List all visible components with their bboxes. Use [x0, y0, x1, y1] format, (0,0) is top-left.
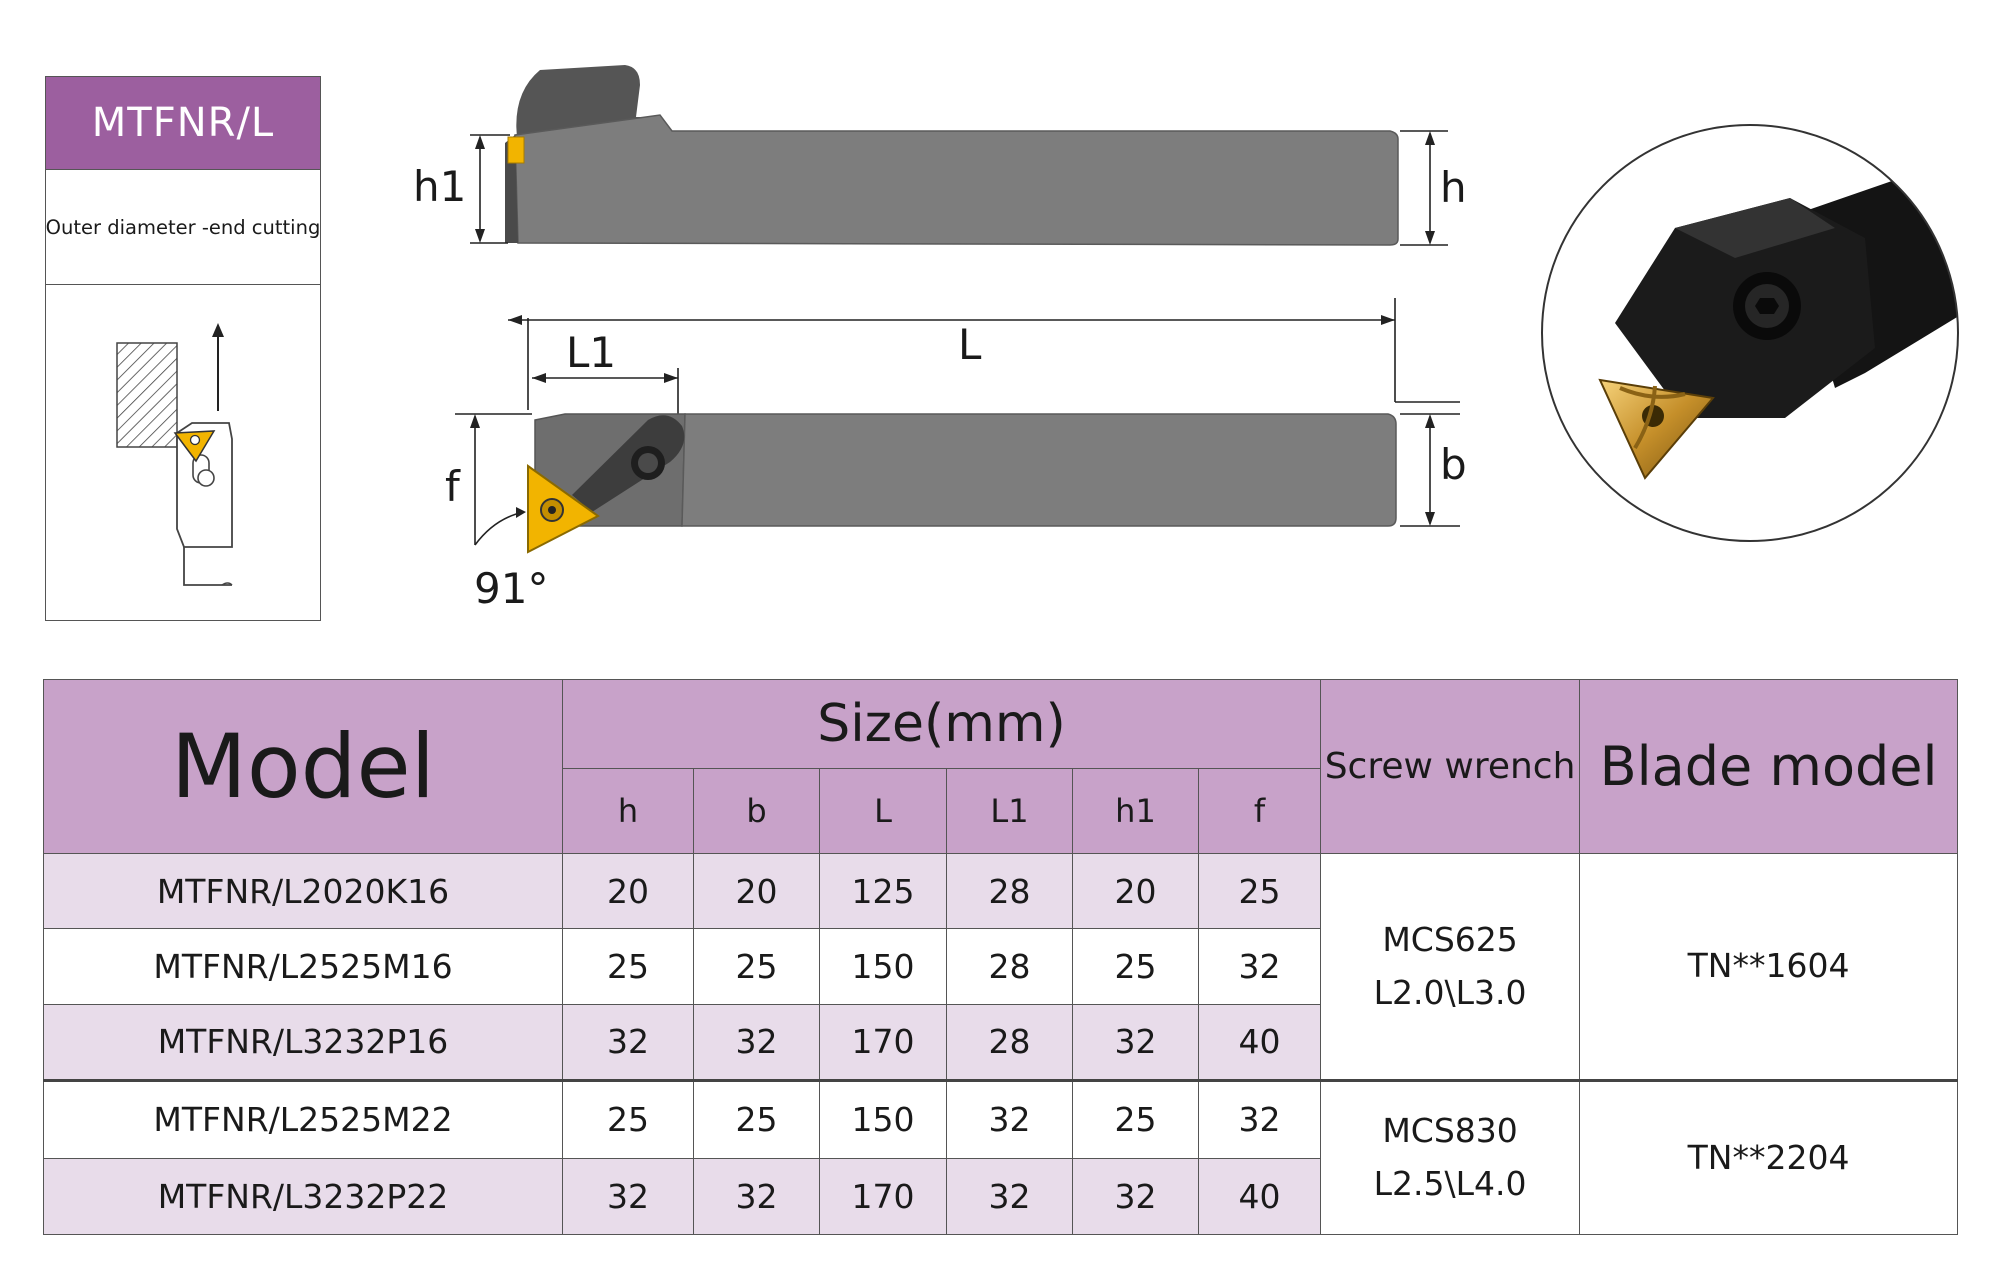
- cell-L1: 28: [946, 928, 1073, 1005]
- header-col-b: b: [693, 768, 820, 854]
- cell-model: MTFNR/L2525M22: [43, 1079, 563, 1159]
- cell-f: 40: [1197, 1003, 1322, 1082]
- cutting-direction-diagram: [116, 323, 233, 586]
- cell-L: 150: [819, 1079, 947, 1159]
- cell-model: MTFNR/L2020K16: [43, 852, 563, 930]
- cell-b: 25: [693, 1079, 820, 1159]
- workpiece-hatch: [116, 342, 178, 448]
- wrench-size: L2.5\L4.0: [1373, 1164, 1527, 1204]
- wrench-model: MCS830: [1382, 1111, 1518, 1151]
- header-model: Model: [43, 679, 563, 854]
- table-row: MTFNR/L2020K16 20 20 125 28 20 25 MCS625…: [43, 852, 1959, 1082]
- cell-model: MTFNR/L2525M16: [43, 928, 563, 1005]
- clamp-lever: [572, 415, 685, 512]
- label-f: f: [445, 462, 460, 511]
- cell-L1: 28: [946, 1003, 1073, 1082]
- cell-L: 125: [819, 852, 947, 930]
- header-col-h: h: [562, 768, 694, 854]
- cell-screw-wrench: MCS830 L2.5\L4.0: [1320, 1079, 1581, 1235]
- cell-f: 40: [1197, 1157, 1322, 1236]
- cell-h: 20: [562, 852, 694, 930]
- cell-model: MTFNR/L3232P16: [43, 1003, 563, 1082]
- cell-f: 25: [1197, 852, 1322, 930]
- insert-icon: [173, 430, 216, 463]
- card-subtitle: Outer diameter -end cutting: [46, 170, 320, 285]
- cell-h: 32: [562, 1157, 694, 1236]
- insert-edge: [507, 136, 525, 164]
- cell-L1: 32: [946, 1157, 1073, 1236]
- feed-arrow-icon: [212, 323, 224, 411]
- cell-h1: 25: [1072, 1079, 1199, 1159]
- label-angle: 91°: [474, 564, 549, 613]
- cell-L: 170: [819, 1003, 947, 1082]
- holder-shank: [681, 413, 1397, 527]
- table-row: MTFNR/L2525M16 25 25 150 28 25 32: [43, 928, 1958, 1005]
- cell-model: MTFNR/L3232P22: [43, 1157, 563, 1236]
- wrench-model: MCS625: [1382, 919, 1518, 959]
- header-col-L: L: [819, 768, 947, 854]
- cell-b: 32: [693, 1157, 820, 1236]
- tool-type-card: MTFNR/L Outer diameter -end cutting: [45, 76, 321, 621]
- spec-table: Model Size(mm) Screw wrench Blade model …: [43, 679, 1959, 1236]
- header-blade-model: Blade model: [1579, 679, 1959, 854]
- table-row: MTFNR/L3232P22 32 32 170 32 32 40: [43, 1157, 1958, 1236]
- label-h: h: [1440, 163, 1467, 212]
- label-L: L: [958, 320, 982, 369]
- cell-L1: 32: [946, 1079, 1073, 1159]
- cell-f: 32: [1197, 1079, 1322, 1159]
- label-b: b: [1440, 440, 1467, 489]
- card-title: MTFNR/L: [46, 77, 320, 170]
- header-col-h1: h1: [1072, 768, 1199, 854]
- product-closeup-photo: [1541, 124, 1959, 542]
- table-row: MTFNR/L3232P16 32 32 170 28 32 40: [43, 1003, 1958, 1082]
- header-col-f: f: [1197, 768, 1322, 854]
- side-profile-drawing: [470, 65, 1448, 246]
- holder-body: [514, 114, 1399, 246]
- cell-h1: 25: [1072, 928, 1199, 1005]
- cell-b: 32: [693, 1003, 820, 1082]
- cell-blade-model: TN**1604: [1579, 852, 1959, 1082]
- cell-h: 25: [562, 928, 694, 1005]
- cell-b: 25: [693, 928, 820, 1005]
- top-profile-drawing: [455, 298, 1460, 554]
- cell-h1: 32: [1072, 1157, 1199, 1236]
- header-col-L1: L1: [946, 768, 1073, 854]
- cell-L1: 28: [946, 852, 1073, 930]
- cell-screw-wrench: MCS625 L2.0\L3.0: [1320, 852, 1581, 1082]
- cell-h: 32: [562, 1003, 694, 1082]
- table-row: MTFNR/L2525M22 25 25 150 32 25 32 MCS830…: [43, 1079, 1959, 1235]
- header-size: Size(mm): [561, 679, 1322, 769]
- cell-h: 25: [562, 1079, 694, 1159]
- cell-f: 32: [1197, 928, 1322, 1005]
- cell-L: 150: [819, 928, 947, 1005]
- cell-L: 170: [819, 1157, 947, 1236]
- cell-blade-model: TN**2204: [1579, 1079, 1959, 1235]
- label-L1: L1: [566, 328, 617, 377]
- label-h1: h1: [413, 162, 467, 211]
- cell-b: 20: [693, 852, 820, 930]
- header-screw-wrench: Screw wrench: [1320, 679, 1581, 854]
- wrench-size: L2.0\L3.0: [1373, 972, 1527, 1012]
- cell-h1: 20: [1072, 852, 1199, 930]
- cell-h1: 32: [1072, 1003, 1199, 1082]
